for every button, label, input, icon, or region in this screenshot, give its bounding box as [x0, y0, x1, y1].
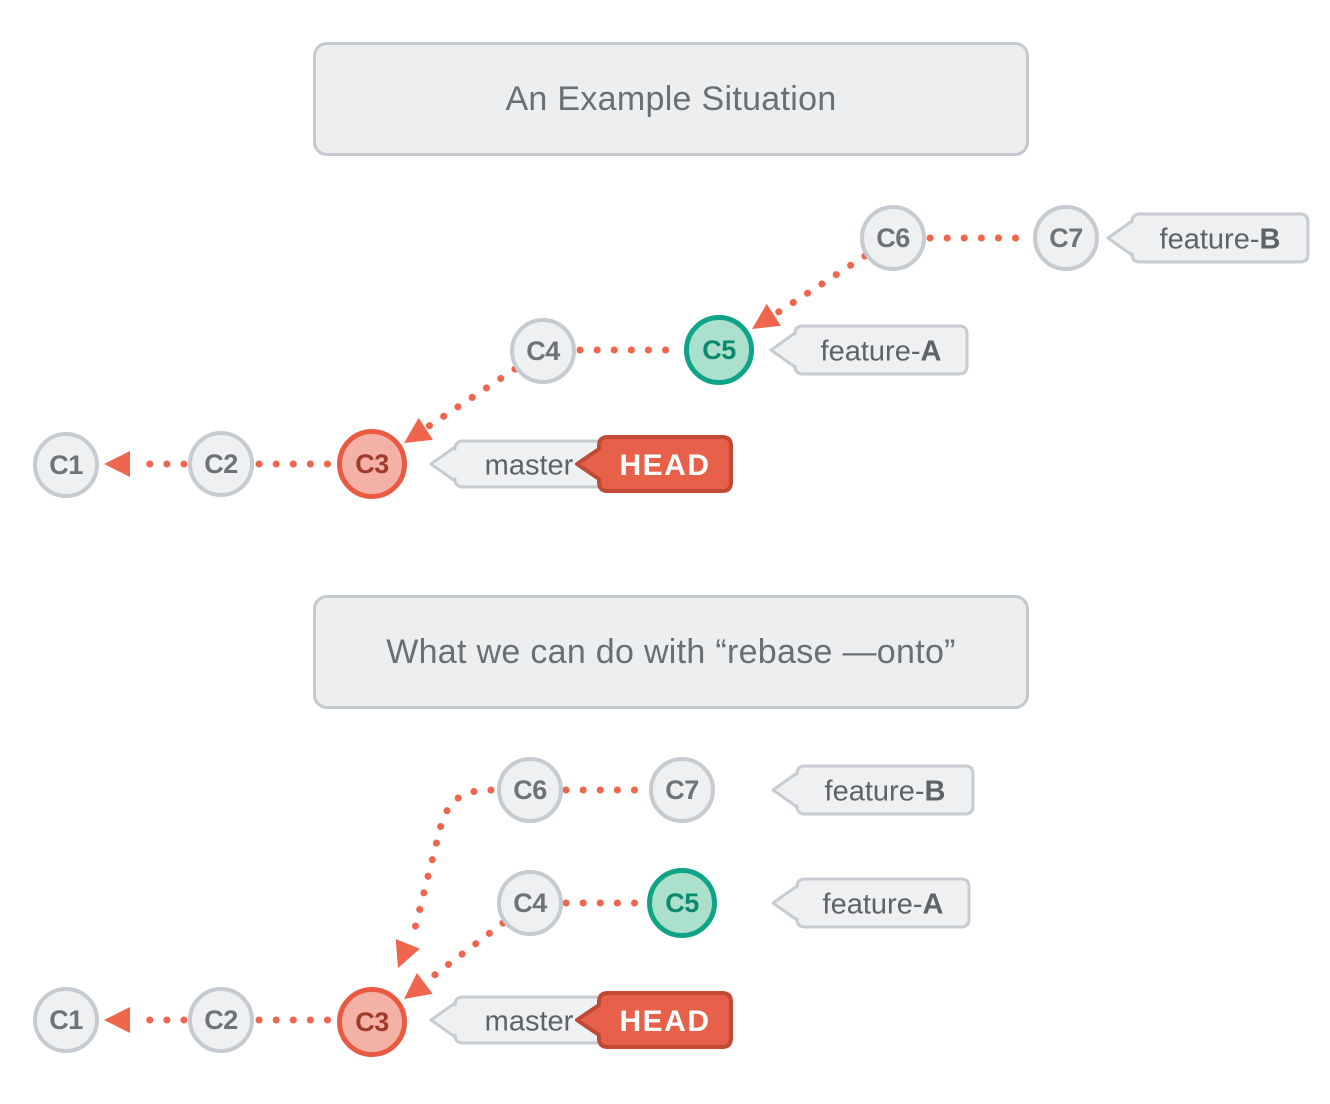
edge-c4-c3 [404, 365, 519, 443]
branch-tag-feature-a: feature-A [769, 324, 969, 376]
commit-node-c4: C4 [497, 870, 563, 936]
branch-tag-feature-b: feature-B [771, 764, 975, 816]
commit-node-c1: C1 [33, 432, 99, 498]
head-tag: HEAD [575, 991, 733, 1049]
tag-label: feature-B [1160, 223, 1281, 255]
commit-label: C5 [702, 334, 736, 365]
commit-node-c7: C7 [1033, 205, 1099, 271]
commit-node-c7: C7 [649, 757, 715, 823]
commit-node-c2: C2 [188, 431, 254, 497]
head-tag: HEAD [575, 435, 733, 493]
arrowhead-icon [752, 303, 781, 329]
edge-c6-c5 [752, 252, 869, 329]
tag-shape [575, 435, 733, 493]
commit-node-c5: C5 [647, 868, 717, 938]
commit-node-c1: C1 [33, 987, 99, 1053]
tag-shape [769, 324, 969, 376]
commit-label: C7 [665, 774, 699, 805]
dotted-line [425, 365, 519, 430]
section-title-box: An Example Situation [313, 42, 1029, 156]
edge-c6-c3 [395, 786, 495, 968]
commit-label: C7 [1049, 222, 1083, 253]
arrowhead-icon [404, 417, 433, 443]
tag-shape [771, 877, 971, 929]
tag-shape [575, 991, 733, 1049]
commit-label: C3 [355, 448, 389, 479]
dotted-line [773, 252, 869, 317]
commit-label: C4 [526, 335, 560, 366]
tag-label: master [485, 1005, 574, 1037]
tag-label: HEAD [619, 449, 710, 482]
tag-shape [771, 764, 975, 816]
arrowhead-icon [395, 939, 420, 968]
arrowhead-icon [104, 1007, 130, 1033]
dotted-line [408, 786, 495, 944]
commit-label: C6 [876, 222, 910, 253]
section-title-box: What we can do with “rebase —onto” [313, 595, 1029, 709]
edge-c4-c3 [404, 919, 507, 999]
section-title: An Example Situation [505, 79, 837, 118]
commit-label: C3 [355, 1006, 389, 1037]
tag-label: feature-B [825, 775, 946, 807]
commit-label: C2 [204, 1004, 238, 1035]
tag-label: feature-A [821, 335, 942, 367]
commit-label: C1 [49, 1004, 83, 1035]
dotted-line [424, 919, 507, 984]
branch-tag-feature-b: feature-B [1106, 212, 1310, 264]
edge-c2-c1 [104, 1007, 188, 1033]
commit-node-c3: C3 [337, 429, 407, 499]
commit-label: C5 [665, 887, 699, 918]
commit-label: C4 [513, 887, 547, 918]
commit-node-c6: C6 [860, 205, 926, 271]
edge-c2-c1 [104, 451, 188, 477]
section-title: What we can do with “rebase —onto” [386, 632, 956, 671]
arrowhead-icon [404, 972, 433, 999]
commit-node-c5: C5 [684, 315, 754, 385]
commit-node-c2: C2 [188, 987, 254, 1053]
commit-node-c4: C4 [510, 318, 576, 384]
commit-node-c6: C6 [497, 757, 563, 823]
tag-label: master [485, 449, 574, 481]
tag-shape [1106, 212, 1310, 264]
tag-label: HEAD [619, 1005, 710, 1038]
arrowhead-icon [104, 451, 130, 477]
branch-tag-feature-a: feature-A [771, 877, 971, 929]
commit-label: C1 [49, 449, 83, 480]
commit-node-c3: C3 [337, 987, 407, 1057]
branch-tag-master: master [429, 439, 605, 489]
tag-label: feature-A [823, 888, 944, 920]
commit-label: C6 [513, 774, 547, 805]
commit-label: C2 [204, 448, 238, 479]
